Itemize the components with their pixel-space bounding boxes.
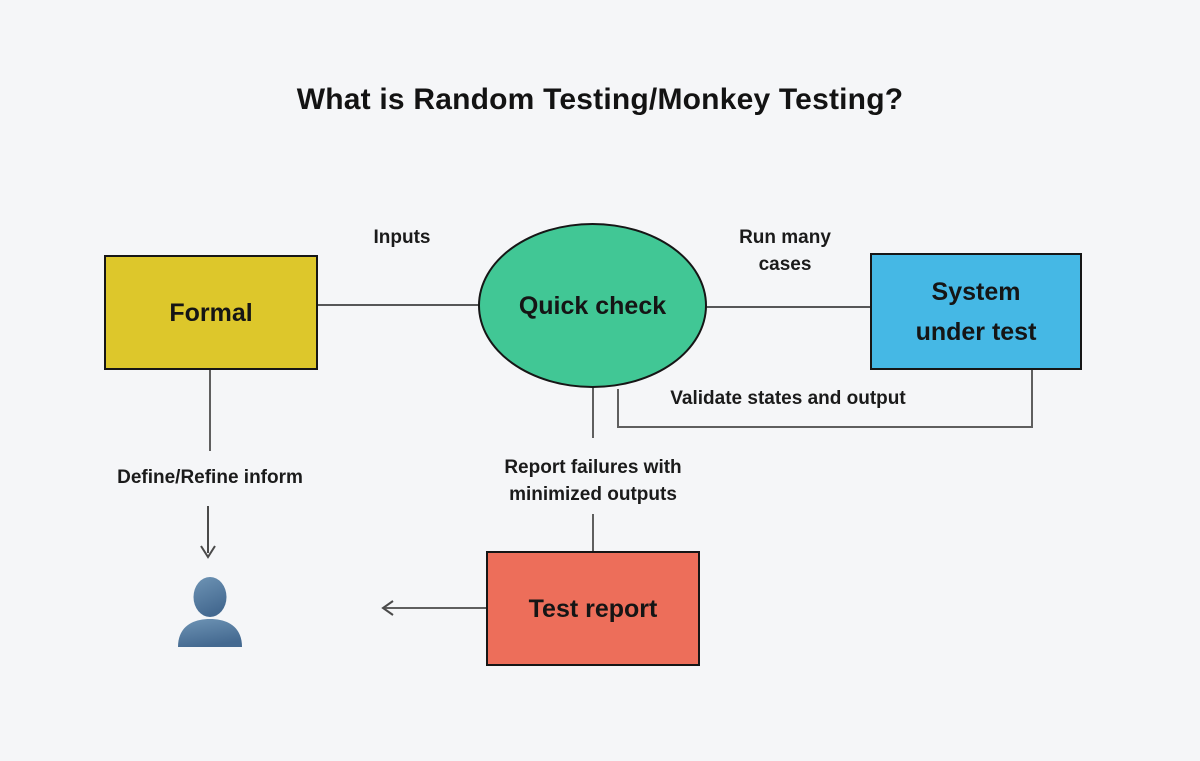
node-quick-check-label: Quick check [518,291,667,320]
arrowhead-down-icon [200,545,216,559]
edge-validate [617,370,1033,428]
edge-label-run-many-cases: Run many cases [739,227,831,275]
node-test-report: Test report [486,551,700,666]
page-title: What is Random Testing/Monkey Testing? [296,83,904,116]
person-icon [178,577,242,647]
node-test-report-label: Test report [528,594,658,623]
node-system-under-test-label: System under test [915,277,1037,346]
edge-label-inputs: Inputs [373,227,431,248]
node-formal-label: Formal [169,298,253,327]
person-head [193,577,227,617]
edge-label-report-failures: Report failures with minimized outputs [504,457,682,505]
edge-label-validate: Validate states and output [670,388,906,409]
node-quick-check: Quick check [478,223,707,388]
node-formal: Formal [104,255,318,370]
edge-label-define-refine: Define/Refine inform [117,467,303,488]
node-system-under-test: System under test [870,253,1082,370]
arrowhead-left-icon [381,600,394,616]
person-shoulders [178,619,242,647]
